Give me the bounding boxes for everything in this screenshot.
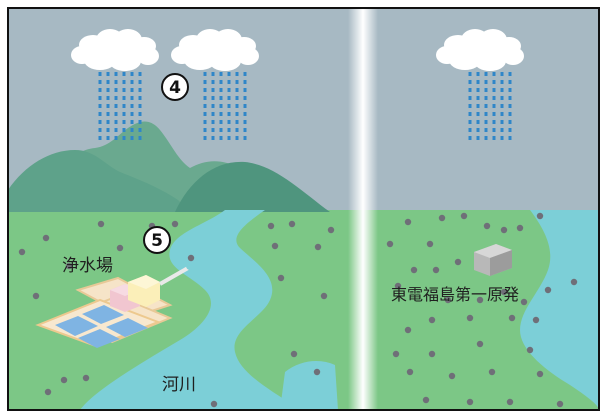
radioactive-particle-icon bbox=[320, 292, 328, 300]
radioactive-particle-icon bbox=[410, 266, 418, 274]
radioactive-particle-icon bbox=[483, 222, 491, 230]
radioactive-particle-icon bbox=[500, 288, 508, 296]
step-marker-water: 5 bbox=[143, 226, 171, 254]
cloud-icon bbox=[436, 29, 524, 71]
radioactive-particle-icon bbox=[422, 396, 430, 404]
radioactive-particle-icon bbox=[210, 400, 218, 408]
radioactive-particle-icon bbox=[288, 220, 296, 228]
radioactive-particles bbox=[18, 212, 578, 408]
radioactive-particle-icon bbox=[60, 376, 68, 384]
radioactive-particle-icon bbox=[271, 242, 279, 250]
radioactive-particle-icon bbox=[460, 212, 468, 220]
radioactive-particle-icon bbox=[18, 248, 26, 256]
radioactive-particle-icon bbox=[187, 254, 195, 262]
radioactive-particle-icon bbox=[454, 258, 462, 266]
radioactive-particle-icon bbox=[556, 400, 564, 408]
radioactive-particle-icon bbox=[570, 278, 578, 286]
mountain-icon bbox=[8, 121, 330, 212]
radioactive-particle-icon bbox=[476, 340, 484, 348]
river-label: 河川 bbox=[162, 375, 196, 395]
radioactive-particle-icon bbox=[508, 314, 516, 322]
radioactive-particle-icon bbox=[327, 226, 335, 234]
radioactive-particle-icon bbox=[432, 266, 440, 274]
rain-icon bbox=[98, 72, 142, 140]
radioactive-particle-icon bbox=[65, 262, 73, 270]
radioactive-particle-icon bbox=[466, 314, 474, 322]
rain-icon bbox=[468, 72, 512, 140]
radioactive-particle-icon bbox=[532, 316, 540, 324]
radioactive-particle-icon bbox=[544, 286, 552, 294]
radioactive-particle-icon bbox=[392, 350, 400, 358]
radioactive-particle-icon bbox=[406, 368, 414, 376]
radioactive-particle-icon bbox=[466, 398, 474, 406]
radioactive-particle-icon bbox=[44, 388, 52, 396]
radioactive-particle-icon bbox=[116, 244, 124, 252]
rain-icon bbox=[203, 72, 247, 140]
cloud-icon bbox=[171, 29, 259, 71]
radioactive-particle-icon bbox=[394, 282, 402, 290]
radioactive-particle-icon bbox=[267, 222, 275, 230]
radioactive-particle-icon bbox=[386, 240, 394, 248]
radioactive-particle-icon bbox=[404, 326, 412, 334]
radioactive-particle-icon bbox=[32, 292, 40, 300]
svg-text:5: 5 bbox=[151, 231, 163, 251]
frame-border bbox=[7, 7, 600, 411]
radioactive-particle-icon bbox=[526, 346, 534, 354]
radioactive-particle-icon bbox=[428, 316, 436, 324]
radioactive-particle-icon bbox=[448, 372, 456, 380]
nuclear-plant-building-icon bbox=[474, 244, 512, 276]
panel-divider bbox=[348, 8, 378, 410]
step-marker-rain: 4 bbox=[161, 73, 189, 101]
radioactive-particle-icon bbox=[476, 296, 484, 304]
river-right bbox=[520, 210, 599, 410]
radioactive-particle-icon bbox=[536, 370, 544, 378]
radioactive-particle-icon bbox=[426, 240, 434, 248]
water-treatment-plant-icon bbox=[35, 262, 194, 348]
radioactive-particle-icon bbox=[488, 368, 496, 376]
radioactive-particle-icon bbox=[536, 212, 544, 220]
radioactive-particle-icon bbox=[428, 350, 436, 358]
radioactive-particle-icon bbox=[97, 220, 105, 228]
radioactive-particle-icon bbox=[277, 274, 285, 282]
radioactive-particle-icon bbox=[171, 220, 179, 228]
fukushima-plant-label: 東電福島第一原発 bbox=[391, 285, 519, 304]
radioactive-particle-icon bbox=[42, 234, 50, 242]
radioactive-particle-icon bbox=[444, 296, 452, 304]
radioactive-particle-icon bbox=[404, 218, 412, 226]
radioactive-particle-icon bbox=[506, 398, 514, 406]
radioactive-particle-icon bbox=[313, 368, 321, 376]
svg-text:4: 4 bbox=[169, 78, 181, 98]
radioactive-particle-icon bbox=[520, 298, 528, 306]
radioactive-particle-icon bbox=[438, 214, 446, 222]
cloud-icon bbox=[71, 29, 159, 71]
radioactive-particle-icon bbox=[314, 243, 322, 251]
radioactive-particle-icon bbox=[290, 350, 298, 358]
radioactive-particle-icon bbox=[516, 224, 524, 232]
radioactive-particle-icon bbox=[82, 374, 90, 382]
radioactive-particle-icon bbox=[500, 226, 508, 234]
water-plant-label: 浄水場 bbox=[62, 256, 113, 276]
river bbox=[80, 210, 300, 410]
